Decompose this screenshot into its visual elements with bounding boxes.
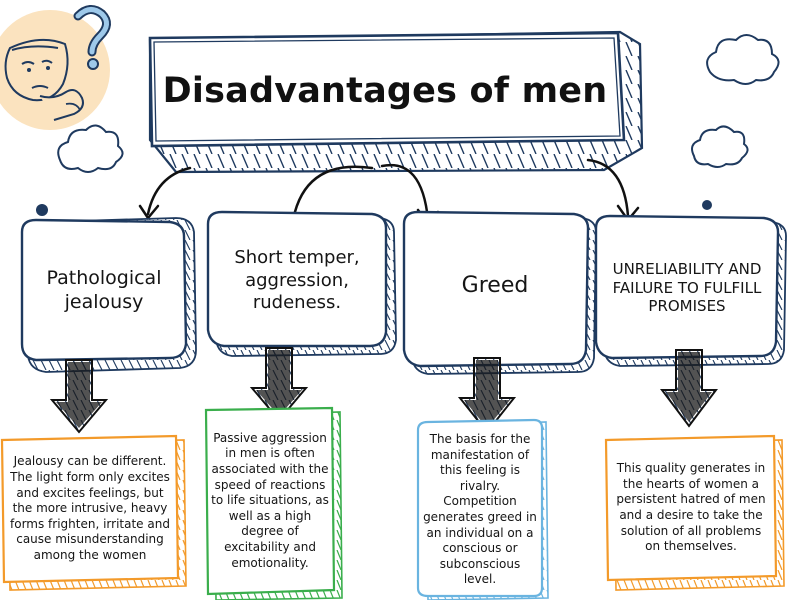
arrow-icon	[249, 347, 309, 422]
description-unreliability: This quality generates in the hearts of …	[616, 461, 766, 554]
heading-card-2	[206, 210, 397, 357]
title-box	[148, 30, 644, 174]
arrow-icon	[49, 359, 109, 434]
cloud-icon	[691, 125, 749, 168]
heading-card-4	[594, 214, 787, 367]
description-greed: The basis for the manifestation of this …	[423, 432, 537, 587]
diagram-title: Disadvantages of men	[162, 71, 608, 111]
description-short-temper: Passive aggression in men is often assoc…	[211, 430, 329, 570]
description-box-4	[604, 434, 785, 591]
thinking-person-icon	[0, 10, 110, 130]
description-jealousy: Jealousy can be different. The light for…	[10, 454, 170, 562]
description-box-3	[416, 418, 549, 600]
heading-card-1	[20, 217, 197, 373]
arrow-icon	[660, 349, 718, 428]
arrow-icon	[457, 357, 517, 434]
dot-icon	[702, 200, 712, 210]
heading-greed: Greed	[461, 273, 529, 299]
heading-short-temper: Short temper, aggression, rudeness.	[234, 247, 360, 314]
heading-pathological-jealousy: Pathological jealousy	[46, 267, 162, 313]
description-box-1	[0, 434, 187, 591]
cloud-icon	[706, 34, 780, 85]
cloud-icon	[57, 124, 124, 173]
description-box-2	[204, 406, 343, 600]
dot-icon	[36, 204, 48, 216]
arrow-icon	[138, 166, 192, 221]
heading-unreliability: UNRELIABILITY AND FAILURE TO FULFILL PRO…	[612, 259, 762, 316]
heading-card-3	[402, 210, 597, 375]
question-mark-icon	[73, 5, 111, 70]
